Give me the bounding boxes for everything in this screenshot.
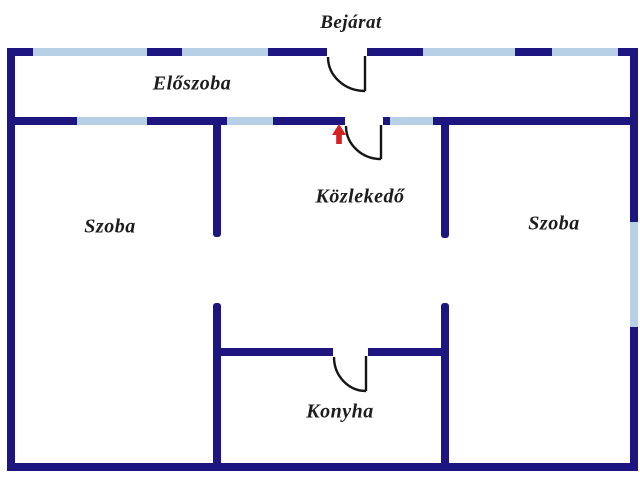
window-top-4 (552, 48, 618, 56)
window-top-2 (182, 48, 268, 56)
hallway-wall-segment (147, 117, 227, 125)
right-wall-segment (630, 327, 638, 471)
right-room-divider-upper (441, 117, 449, 238)
window-hallway-1 (77, 117, 147, 125)
label-hallway: Előszoba (152, 72, 232, 95)
top-wall-segment (515, 48, 552, 56)
label-room-right: Szoba (528, 212, 580, 235)
hallway-wall-segment (433, 117, 638, 125)
hallway-wall-segment (7, 117, 77, 125)
top-wall-segment (7, 48, 33, 56)
hallway-wall-segment (383, 117, 390, 125)
window-top-3 (423, 48, 515, 56)
window-top-1 (33, 48, 147, 56)
label-room-left: Szoba (84, 215, 136, 238)
hallway-wall-segment (273, 117, 345, 125)
top-wall-segment (268, 48, 327, 56)
hallway-door-icon (344, 125, 383, 161)
window-hallway-2 (227, 117, 273, 125)
right-wall-segment (630, 48, 638, 222)
entrance-arrow-icon (332, 124, 346, 144)
entrance-door-icon (326, 56, 367, 93)
top-wall-segment (147, 48, 182, 56)
window-hallway-3 (390, 117, 433, 125)
label-kitchen: Konyha (306, 400, 374, 423)
left-wall (7, 48, 15, 471)
left-room-divider-upper (213, 117, 221, 237)
kitchen-door-icon (332, 356, 368, 393)
kitchen-wall-segment (213, 348, 333, 356)
top-wall-segment (367, 48, 423, 56)
label-entrance: Bejárat (320, 12, 382, 33)
bottom-wall (7, 463, 638, 471)
left-room-divider-lower (213, 303, 221, 471)
right-room-divider-lower (441, 303, 449, 471)
kitchen-wall-segment (368, 348, 449, 356)
top-wall-segment (618, 48, 638, 56)
label-corridor: Közlekedő (315, 185, 405, 208)
window-right (630, 222, 638, 327)
